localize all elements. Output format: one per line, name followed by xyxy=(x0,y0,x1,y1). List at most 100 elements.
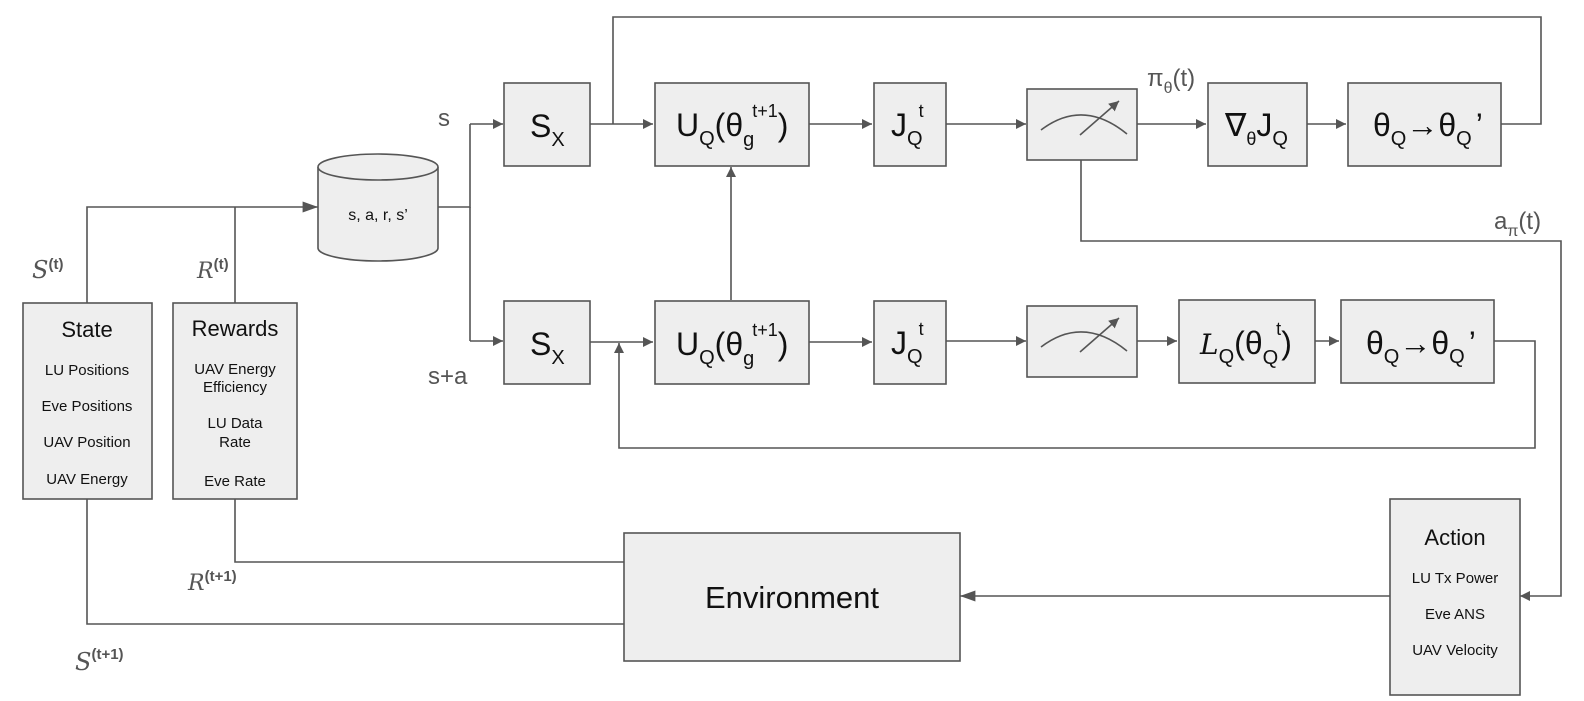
uq-subscript-g: g xyxy=(743,348,754,370)
theta-symbol: θ xyxy=(1373,107,1391,143)
theta-prime-subscript: Q xyxy=(1449,346,1465,368)
update-arrow: →θ xyxy=(1399,325,1449,361)
state-item: Eve Positions xyxy=(42,398,133,415)
prime-mark: ’ xyxy=(1469,325,1476,361)
state-item: UAV Energy xyxy=(46,471,128,488)
top-meter-block xyxy=(1026,88,1138,161)
jq-symbol: J xyxy=(891,107,907,143)
state-to-buffer-line xyxy=(86,201,318,303)
uq-open: (θ xyxy=(715,107,743,143)
uq-close: ) xyxy=(778,107,789,143)
action-signal-label: aπ(t) xyxy=(1494,208,1541,240)
s-label: s xyxy=(438,105,450,132)
svg-text:θQ→θQ’: θQ→θQ’ xyxy=(1373,107,1483,150)
rewards-box: Rewards UAV Energy Efficiency LU Data Ra… xyxy=(172,302,298,500)
sx-symbol: S xyxy=(530,326,551,362)
environment-to-state-line xyxy=(86,499,624,625)
environment-box: Environment xyxy=(623,532,961,662)
loss-close: ) xyxy=(1281,325,1292,361)
top-uq-block: UQ(θg t+1) xyxy=(654,82,810,167)
bottom-jq-block: JQt xyxy=(873,300,947,385)
uq-superscript: t+1 xyxy=(752,320,778,340)
state-t1-label: S(t+1) xyxy=(75,646,124,676)
uq-superscript: t+1 xyxy=(752,101,778,121)
grad-j: J xyxy=(1256,107,1272,143)
svg-text:SX: SX xyxy=(530,326,565,369)
svg-text:UQ(θgt+1): UQ(θg t+1) xyxy=(676,320,788,370)
loss-subscript-q: Q xyxy=(1263,347,1279,369)
uq-symbol: U xyxy=(676,326,699,362)
s-plus-a-label: s+a xyxy=(428,363,468,390)
top-jq-block: JQt xyxy=(873,82,947,167)
top-grad-block: ∇θJQ xyxy=(1207,82,1308,167)
state-item: LU Positions xyxy=(45,362,129,379)
replay-buffer: s, a, r, s’ xyxy=(317,153,439,262)
svg-text:SX: SX xyxy=(530,108,565,151)
rewards-item: Eve Rate xyxy=(204,473,266,490)
meter-icon xyxy=(1040,114,1128,135)
rewards-title: Rewards xyxy=(192,316,279,341)
environment-to-rewards-line xyxy=(234,499,624,563)
jq-superscript: t xyxy=(919,319,924,339)
top-update-block: θQ→θQ’ xyxy=(1347,82,1502,167)
loss-superscript: t xyxy=(1276,319,1281,339)
meter-icon xyxy=(1040,331,1128,352)
uq-close: ) xyxy=(778,326,789,362)
buffer-split-line xyxy=(438,124,471,208)
top-sx-block: SX xyxy=(503,82,591,167)
uq-symbol: U xyxy=(676,107,699,143)
replay-buffer-label: s, a, r, s’ xyxy=(348,207,408,224)
theta-prime-subscript: Q xyxy=(1456,128,1472,150)
meter-needle-icon xyxy=(1079,317,1120,353)
grad-subscript-q: Q xyxy=(1272,128,1288,150)
bottom-sx-block: SX xyxy=(503,300,591,385)
jq-subscript: Q xyxy=(907,128,923,150)
rewards-item: LU Data xyxy=(207,415,263,432)
update-arrow: →θ xyxy=(1406,107,1456,143)
bottom-update-block: θQ→θQ’ xyxy=(1340,299,1495,384)
top-feedback-loop-line xyxy=(612,16,1542,125)
jq-symbol: J xyxy=(891,325,907,361)
theta-symbol: θ xyxy=(1366,325,1384,361)
state-item: UAV Position xyxy=(43,434,130,451)
meter-needle-icon xyxy=(1079,100,1120,136)
connectors xyxy=(86,16,1562,625)
jq-superscript: t xyxy=(919,101,924,121)
uq-subscript: Q xyxy=(699,347,715,369)
theta-subscript: Q xyxy=(1391,128,1407,150)
theta-subscript: Q xyxy=(1384,346,1400,368)
svg-text:JQt: JQt xyxy=(891,101,924,150)
uq-subscript: Q xyxy=(699,128,715,150)
svg-text:LQ(θQt): LQ(θQt) xyxy=(1199,319,1292,369)
sx-subscript: X xyxy=(551,347,564,369)
prime-mark: ’ xyxy=(1476,107,1483,143)
action-item: LU Tx Power xyxy=(1412,570,1498,587)
actor-to-action-line xyxy=(1080,160,1562,601)
action-title: Action xyxy=(1424,525,1485,550)
sx-subscript: X xyxy=(551,129,564,151)
loss-symbol: L xyxy=(1199,328,1219,361)
loss-open: (θ xyxy=(1234,325,1262,361)
loss-subscript: Q xyxy=(1219,346,1235,368)
state-t-label: S(t) xyxy=(32,256,63,284)
policy-label: πθ(t) xyxy=(1147,65,1195,97)
state-title: State xyxy=(61,317,112,342)
nabla-symbol: ∇ xyxy=(1224,107,1247,143)
svg-text:JQt: JQt xyxy=(891,319,924,368)
reward-t-label: R(t) xyxy=(196,256,229,284)
uq-subscript-g: g xyxy=(743,129,754,151)
svg-text:∇θJQ: ∇θJQ xyxy=(1224,107,1288,150)
rewards-item: Efficiency xyxy=(203,379,267,396)
action-box: Action LU Tx Power Eve ANS UAV Velocity xyxy=(1389,498,1521,696)
bottom-feedback-loop-line xyxy=(614,340,1536,449)
bottom-meter-block xyxy=(1026,305,1138,378)
rewards-item: Rate xyxy=(219,434,251,451)
svg-text:θQ→θQ’: θQ→θQ’ xyxy=(1366,325,1476,368)
sx-symbol: S xyxy=(530,108,551,144)
rewards-item: UAV Energy xyxy=(194,361,276,378)
jq-subscript: Q xyxy=(907,346,923,368)
action-item: Eve ANS xyxy=(1425,606,1485,623)
uq-open: (θ xyxy=(715,326,743,362)
action-item: UAV Velocity xyxy=(1412,642,1498,659)
